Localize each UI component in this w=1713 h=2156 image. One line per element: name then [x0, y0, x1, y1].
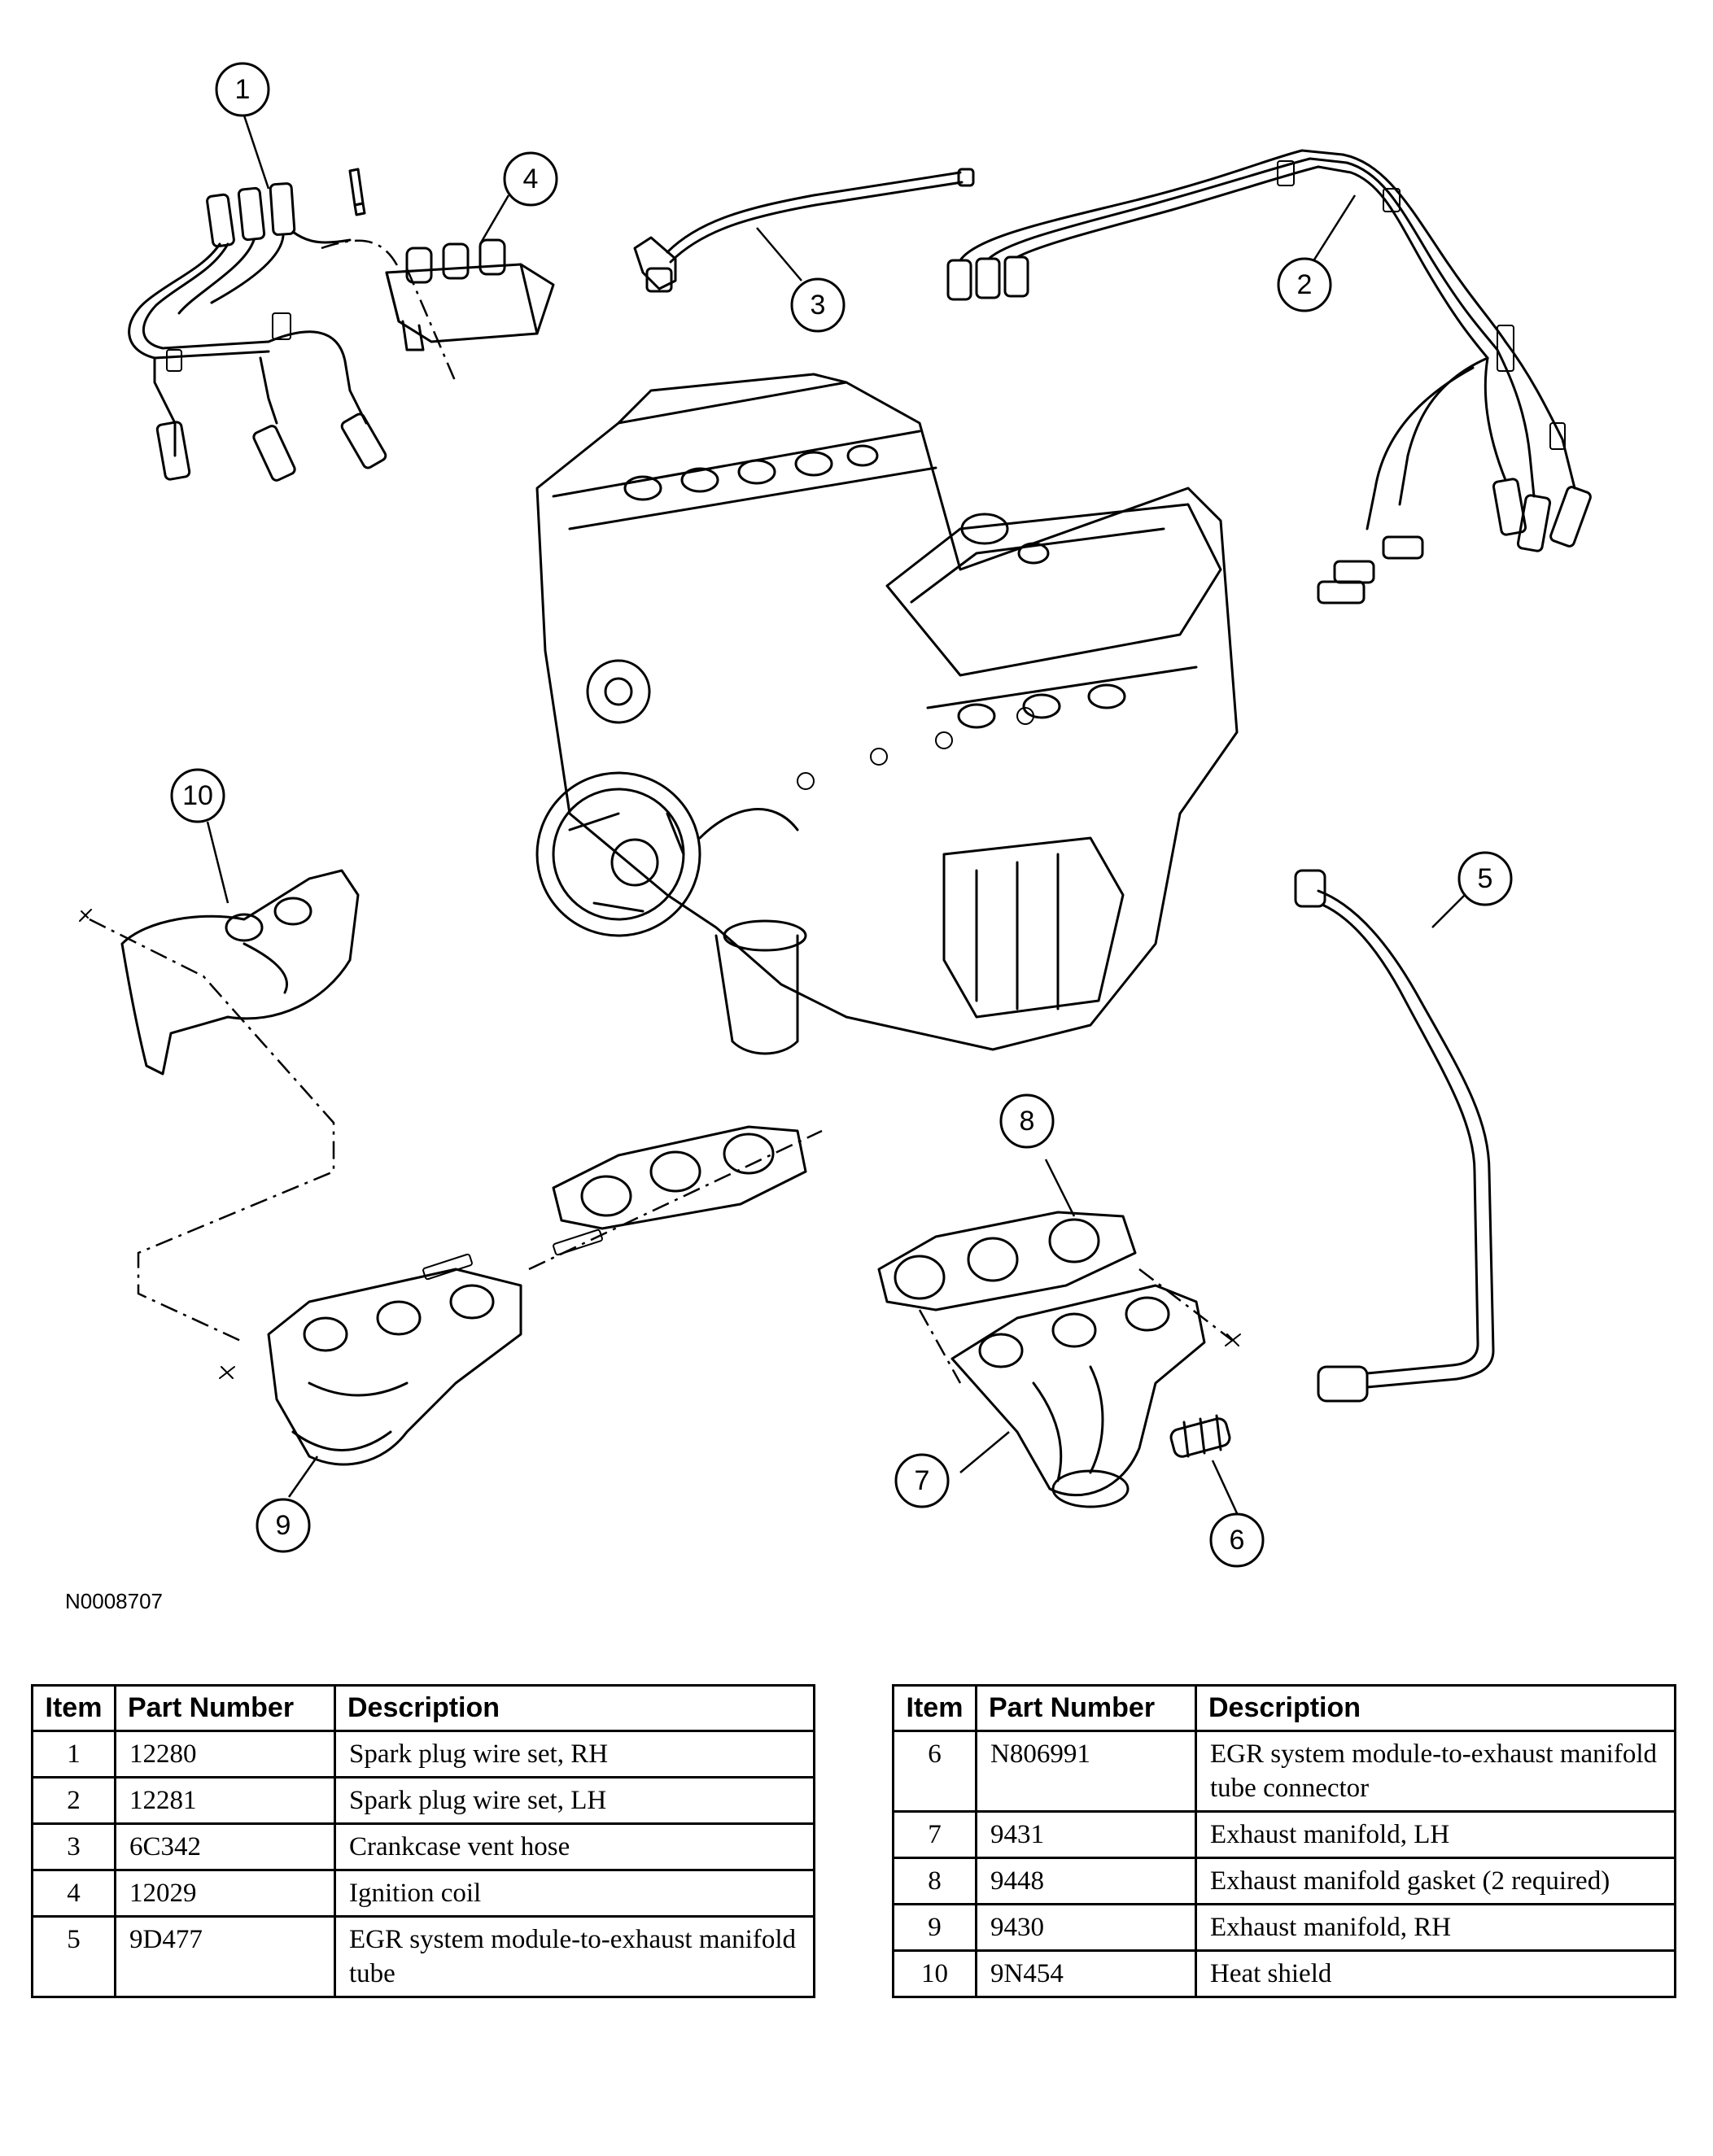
svg-text:2: 2	[1297, 269, 1313, 300]
callout-7: 7	[894, 1453, 950, 1508]
svg-text:7: 7	[915, 1465, 930, 1496]
cell-item: 9	[892, 1903, 977, 1952]
table-row: 5 9D477 EGR system module-to-exhaust man…	[31, 1915, 815, 1998]
exploded-engine-diagram: 1 2 3 4 5 6 7 8 9 10	[79, 62, 1592, 1568]
heat-shield	[79, 869, 360, 1344]
cell-description: Crankcase vent hose	[334, 1822, 815, 1871]
callout-3: 3	[790, 277, 846, 333]
exhaust-manifold-gasket-rh	[528, 1125, 823, 1271]
svg-text:5: 5	[1478, 863, 1493, 894]
svg-text:8: 8	[1020, 1106, 1035, 1137]
table-row: 8 9448 Exhaust manifold gasket (2 requir…	[892, 1857, 1676, 1905]
cell-description: Spark plug wire set, RH	[334, 1730, 815, 1778]
cell-item: 6	[892, 1730, 977, 1813]
cell-description: EGR system module-to-exhaust manifold tu…	[334, 1915, 815, 1998]
cell-part-number: 12280	[114, 1730, 336, 1778]
callout-2: 2	[1277, 257, 1332, 312]
spark-plug-wire-set-rh	[128, 182, 400, 482]
cell-item: 7	[892, 1810, 977, 1859]
cell-item: 1	[31, 1730, 116, 1778]
callout-4: 4	[503, 151, 558, 207]
header-description: Description	[334, 1684, 815, 1732]
svg-text:10: 10	[182, 780, 213, 811]
engine-block	[535, 373, 1239, 1055]
cell-item: 8	[892, 1857, 977, 1905]
cell-part-number: N806991	[975, 1730, 1197, 1813]
svg-text:1: 1	[235, 74, 251, 105]
cell-part-number: 9431	[975, 1810, 1197, 1859]
svg-text:3: 3	[811, 290, 826, 321]
cell-description: Exhaust manifold, LH	[1195, 1810, 1676, 1859]
crankcase-vent-hose	[633, 168, 975, 293]
cell-part-number: 9430	[975, 1903, 1197, 1952]
cell-part-number: 12029	[114, 1869, 336, 1918]
egr-tube-connector	[1169, 1414, 1231, 1458]
cell-part-number: 9448	[975, 1857, 1197, 1905]
cell-description: Exhaust manifold, RH	[1195, 1903, 1676, 1952]
table-row: 7 9431 Exhaust manifold, LH	[892, 1810, 1676, 1859]
table-header-row: Item Part Number Description	[31, 1684, 815, 1732]
cell-part-number: 9D477	[114, 1915, 336, 1998]
cell-part-number: 12281	[114, 1776, 336, 1825]
parts-table-right: Item Part Number Description 6 N806991 E…	[892, 1684, 1676, 1998]
exhaust-manifold-rh	[219, 1229, 603, 1466]
callout-5: 5	[1457, 851, 1513, 906]
parts-table-left: Item Part Number Description 1 12280 Spa…	[31, 1684, 815, 1998]
cell-item: 5	[31, 1915, 116, 1998]
callout-leaders	[206, 115, 1470, 1514]
cell-description: Ignition coil	[334, 1869, 815, 1918]
exhaust-manifold-lh	[918, 1268, 1241, 1508]
svg-text:4: 4	[523, 164, 539, 194]
svg-text:6: 6	[1230, 1525, 1245, 1556]
table-row: 2 12281 Spark plug wire set, LH	[31, 1776, 815, 1825]
callout-10: 10	[170, 768, 225, 823]
egr-module-tube	[1294, 869, 1495, 1403]
spark-plug-wire-set-lh	[946, 149, 1592, 604]
cell-item: 4	[31, 1869, 116, 1918]
ignition-coil	[348, 168, 555, 383]
callout-9: 9	[256, 1498, 311, 1553]
table-row: 4 12029 Ignition coil	[31, 1869, 815, 1918]
cell-item: 3	[31, 1822, 116, 1871]
callout-1: 1	[215, 62, 270, 117]
cell-description: Heat shield	[1195, 1949, 1676, 1998]
table-row: 10 9N454 Heat shield	[892, 1949, 1676, 1998]
svg-text:9: 9	[276, 1510, 291, 1541]
table-row: 6 N806991 EGR system module-to-exhaust m…	[892, 1730, 1676, 1813]
table-row: 9 9430 Exhaust manifold, RH	[892, 1903, 1676, 1952]
exhaust-manifold-gasket-lh	[877, 1211, 1137, 1311]
header-item: Item	[31, 1684, 116, 1732]
figure-id: N0008707	[65, 1589, 163, 1613]
callout-6: 6	[1209, 1512, 1265, 1568]
cell-description: Spark plug wire set, LH	[334, 1776, 815, 1825]
cell-item: 2	[31, 1776, 116, 1825]
cell-description: EGR system module-to-exhaust manifold tu…	[1195, 1730, 1676, 1813]
callout-8: 8	[999, 1093, 1055, 1149]
header-description: Description	[1195, 1684, 1676, 1732]
cell-item: 10	[892, 1949, 977, 1998]
table-row: 1 12280 Spark plug wire set, RH	[31, 1730, 815, 1778]
header-part-number: Part Number	[975, 1684, 1197, 1732]
cell-part-number: 6C342	[114, 1822, 336, 1871]
table-row: 3 6C342 Crankcase vent hose	[31, 1822, 815, 1871]
cell-part-number: 9N454	[975, 1949, 1197, 1998]
header-part-number: Part Number	[114, 1684, 336, 1732]
header-item: Item	[892, 1684, 977, 1732]
table-header-row: Item Part Number Description	[892, 1684, 1676, 1732]
cell-description: Exhaust manifold gasket (2 required)	[1195, 1857, 1676, 1905]
